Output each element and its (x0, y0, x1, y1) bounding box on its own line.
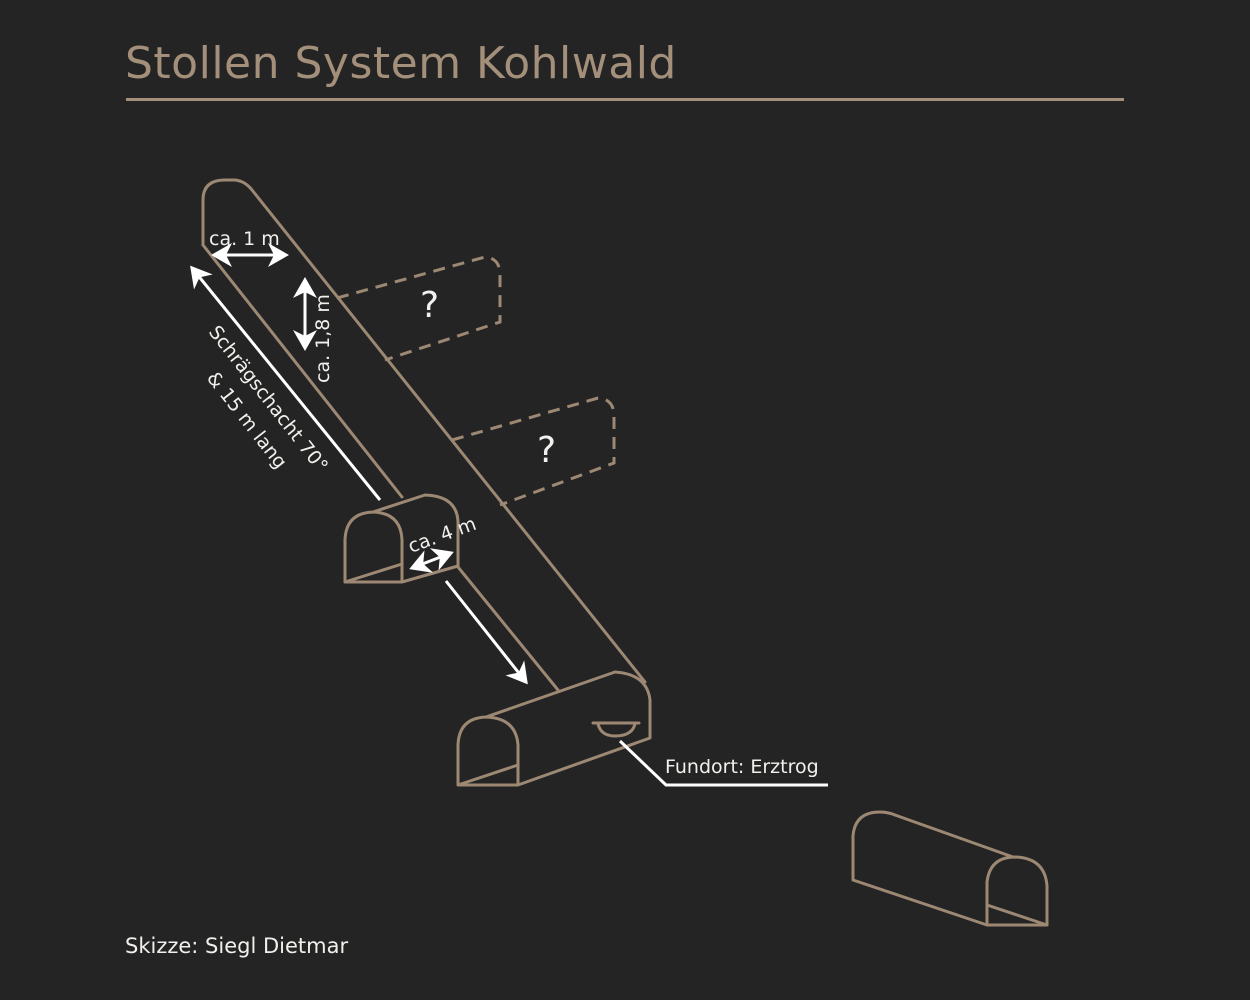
lower-tunnel (456, 670, 652, 787)
far-tunnel (851, 810, 1049, 927)
find-spot-leader (618, 739, 828, 787)
ore-trough-icon (591, 721, 641, 738)
sketch-credit: Skizze: Siegl Dietmar (125, 934, 349, 958)
unknown-branch-2 (451, 396, 616, 507)
tunnel-width-label: ca. 4 m (405, 513, 479, 558)
descent-arrow (444, 580, 528, 685)
unknown-mark-2: ? (537, 430, 556, 471)
unknown-mark-1: ? (420, 285, 439, 326)
middle-tunnel (343, 493, 460, 584)
find-spot-label: Fundort: Erztrog (665, 756, 819, 778)
width-label: ca. 1 m (209, 228, 280, 250)
unknown-branch-1 (336, 255, 502, 362)
shaft-length-arrow (190, 265, 382, 501)
inclined-shaft (201, 178, 647, 692)
tunnel-width-arrow (409, 548, 454, 573)
height-label: ca. 1,8 m (312, 294, 334, 383)
title-rule (126, 98, 1124, 101)
page-title: Stollen System Kohlwald (125, 38, 677, 89)
